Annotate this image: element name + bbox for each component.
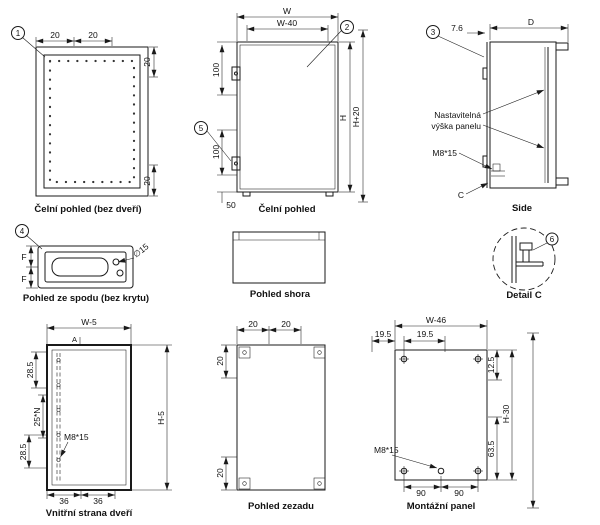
side-geometry [426, 24, 569, 195]
rear-geometry [221, 326, 326, 491]
dim-100-bottom: 100 [211, 145, 221, 159]
dim-h-30: H-30 [501, 405, 511, 424]
dim-h: H [338, 115, 348, 121]
dim-28-5-bottom: 28.5 [18, 443, 28, 460]
dim-20-rear-top-right: 20 [281, 319, 291, 329]
balloon-5-circle [194, 121, 208, 135]
dim-w: W [283, 6, 291, 16]
view-top: Pohled shora [232, 231, 326, 300]
door-inner-geometry [24, 324, 172, 499]
dim-90-right: 90 [454, 488, 464, 498]
caption-side: Side [512, 203, 532, 214]
caption-top: Pohled shora [250, 289, 311, 300]
dim-28-5-top: 28.5 [25, 361, 35, 378]
view-bottom: 4 F F ∅15 Pohled ze spodu (bez krytu) [15, 224, 151, 304]
dim-w-46: W-46 [426, 315, 446, 325]
balloon-1-circle [11, 26, 25, 40]
dim-20-top-right: 20 [88, 30, 98, 40]
dim-63-5: 63.5 [486, 440, 496, 457]
dim-50: 50 [226, 200, 236, 210]
dim-20-right-bottom: 20 [142, 176, 152, 186]
view-rear: 20 20 20 20 Pohled zezadu [215, 319, 326, 512]
label-adjustable-panel-line2: výška panelu [431, 121, 481, 131]
label-m8x15-door: M8*15 [64, 432, 89, 442]
label-detail-c-ref: C [458, 190, 464, 200]
dim-20-rear-left-bottom: 20 [215, 468, 225, 478]
balloon-4-circle [15, 224, 29, 238]
panel-geometry [371, 320, 539, 509]
dim-7-6: 7.6 [451, 23, 463, 33]
view-side: 3 7.6 D Nastavitelná výška panelu M8*15 … [426, 17, 569, 214]
dim-19-5-left: 19.5 [375, 329, 392, 339]
dim-20-rear-top-left: 20 [248, 319, 258, 329]
dim-h-plus-20: H+20 [351, 106, 361, 127]
label-hole-dia-15: ∅15 [131, 241, 151, 259]
caption-front: Čelní pohled [259, 203, 316, 215]
balloon-1-label: 1 [16, 29, 21, 38]
dim-w-5: W-5 [81, 317, 97, 327]
top-geometry [232, 231, 326, 284]
dim-19-5-right: 19.5 [417, 329, 434, 339]
dim-36-left: 36 [59, 496, 69, 506]
dim-20-right-top: 20 [142, 57, 152, 67]
caption-door-inner: Vnitřní strana dveří [46, 508, 133, 519]
caption-detail-c: Detail C [506, 290, 542, 301]
label-adjustable-panel-line1: Nastavitelná [434, 110, 481, 120]
balloon-3-label: 3 [431, 28, 436, 37]
balloon-2-label: 2 [345, 23, 350, 32]
label-a-marker: A [72, 335, 77, 344]
view-front: 2 5 W W-40 100 100 50 H H+20 Čelní pohle… [194, 6, 368, 215]
dim-f-top: F [21, 252, 26, 262]
balloon-5-label: 5 [199, 124, 204, 133]
dim-20-top-left: 20 [50, 30, 60, 40]
view-detail-c: 6 Detail C [492, 227, 559, 301]
caption-rear: Pohled zezadu [248, 501, 314, 512]
label-m8x15-side: M8*15 [432, 148, 457, 158]
dim-h-5: H-5 [156, 411, 166, 425]
caption-front-no-door: Čelní pohled (bez dveří) [34, 203, 141, 215]
dim-20-rear-left-top: 20 [215, 356, 225, 366]
front-geometry [194, 13, 368, 203]
balloon-3-circle [426, 25, 440, 39]
dim-w-40: W-40 [277, 18, 297, 28]
view-front-no-door: 1 20 20 20 20 Čelní pohled (bez dveří) [11, 26, 158, 215]
view-panel: W-46 19.5 19.5 12.5 H-30 63.5 M8*15 90 9… [371, 315, 539, 512]
balloon-6-circle [545, 232, 559, 246]
caption-bottom: Pohled ze spodu (bez krytu) [23, 293, 149, 304]
dim-90-left: 90 [416, 488, 426, 498]
caption-panel: Montážní panel [407, 501, 476, 512]
dim-100-top: 100 [211, 63, 221, 77]
dim-36-right: 36 [93, 496, 103, 506]
dim-25-n: 25*N [32, 408, 42, 427]
balloon-4-label: 4 [20, 227, 25, 236]
front-no-door-geometry [11, 26, 158, 197]
detail-c-geometry [492, 227, 559, 291]
dim-f-bottom: F [21, 274, 26, 284]
balloon-6-label: 6 [550, 235, 555, 244]
balloon-2-circle [340, 20, 354, 34]
dim-d: D [528, 17, 534, 27]
view-door-inner: W-5 A 28.5 25*N 28.5 M8*15 H-5 36 36 Vni… [18, 317, 172, 519]
dim-12-5: 12.5 [486, 356, 496, 373]
label-m8x15-panel: M8*15 [374, 445, 399, 455]
bottom-geometry [15, 224, 135, 289]
